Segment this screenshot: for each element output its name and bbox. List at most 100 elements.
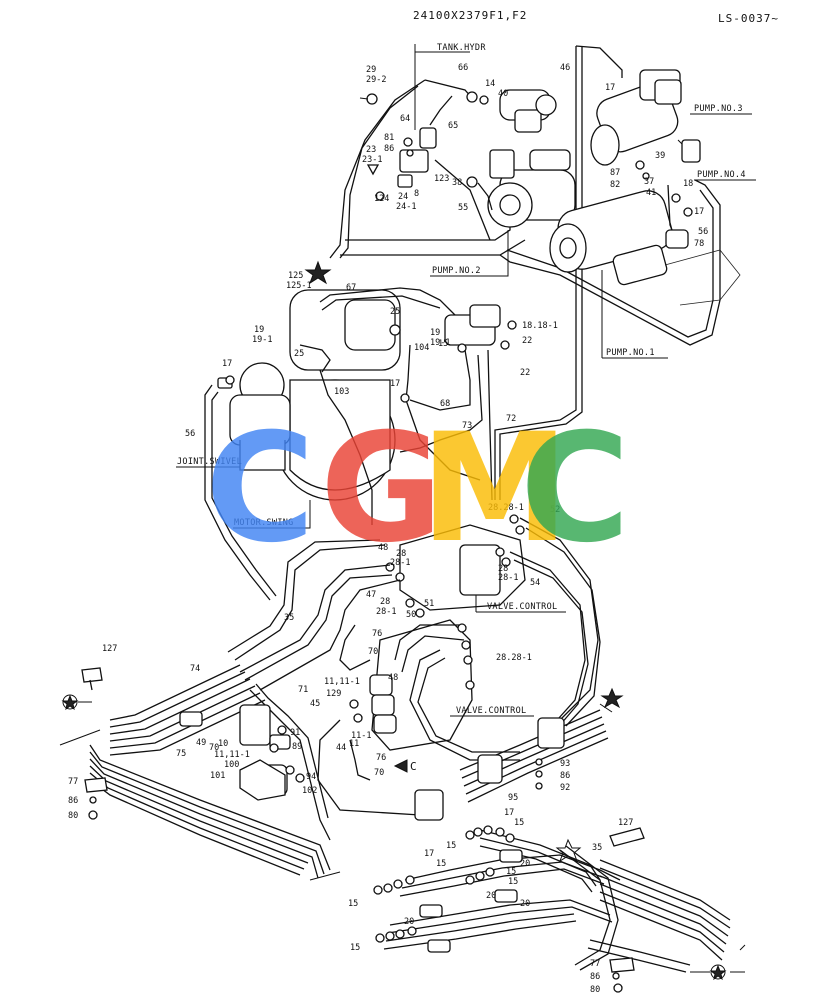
part-label: 127 xyxy=(618,818,633,828)
part-label: 78 xyxy=(694,239,704,249)
part-label: 14 xyxy=(485,79,495,89)
right-pipe-bundle xyxy=(414,687,624,821)
part-label: 20 xyxy=(486,891,496,901)
drawing-number: 24100X2379F1,F2 xyxy=(413,9,527,22)
swivel-swing-group xyxy=(204,287,517,601)
detail-c-group xyxy=(373,825,746,993)
watermark-letter: C xyxy=(520,402,630,576)
part-label: 125 xyxy=(288,271,303,281)
part-label: 15 xyxy=(514,818,524,828)
part-label: 123 xyxy=(434,174,449,184)
left-pipe-bundle xyxy=(59,664,341,881)
part-label: 11 xyxy=(349,739,359,749)
part-label: 18 xyxy=(683,179,693,189)
part-label: 15 xyxy=(348,899,358,909)
part-label: 93 xyxy=(560,759,570,769)
part-label: 87 xyxy=(610,168,620,178)
part-label: 17 xyxy=(605,83,615,93)
part-label: 127 xyxy=(102,644,117,654)
part-label: 11,11-1 xyxy=(214,750,250,760)
caption-view-c: C xyxy=(410,760,418,773)
part-label: 73 xyxy=(462,421,472,431)
part-label: 75 xyxy=(176,749,186,759)
part-label: 65 xyxy=(448,121,458,131)
part-label: 64 xyxy=(400,114,410,124)
part-label: 80 xyxy=(68,811,78,821)
part-label: 129 xyxy=(326,689,341,699)
caption-pump-no2: PUMP.NO.2 xyxy=(432,266,481,276)
part-label: 102 xyxy=(302,786,317,796)
caption-joint-swivel: JOINT.SWIVEL xyxy=(177,457,242,467)
part-label: 18.18-1 xyxy=(522,321,558,331)
part-label: 94 xyxy=(306,772,316,782)
part-label: 80 xyxy=(590,985,600,995)
part-label: 17 xyxy=(504,808,514,818)
part-label: 66 xyxy=(458,63,468,73)
part-label: 35 xyxy=(284,613,294,623)
open-star-icon xyxy=(555,838,582,863)
part-label: 77 xyxy=(590,959,600,969)
part-label: 17 xyxy=(390,379,400,389)
caption-pump-no3: PUMP.NO.3 xyxy=(694,104,743,114)
part-label: 17 xyxy=(424,849,434,859)
part-label: 67 xyxy=(346,283,356,293)
part-label: 86 xyxy=(590,972,600,982)
part-label: 68 xyxy=(440,399,450,409)
part-label: 50 xyxy=(406,610,416,620)
part-label: 25 xyxy=(294,349,304,359)
part-label: 28.28-1 xyxy=(488,503,524,513)
left-star-icon xyxy=(61,694,79,711)
part-label: 44 xyxy=(336,743,346,753)
caption-valve-control-upper: VALVE.CONTROL xyxy=(487,602,557,612)
part-label: 15 xyxy=(508,877,518,887)
part-label: 89 xyxy=(292,742,302,752)
part-label: 48 xyxy=(378,543,388,553)
part-label: 101 xyxy=(210,771,225,781)
part-label: 125-1 xyxy=(286,281,312,291)
caption-valve-control-lower: VALVE.CONTROL xyxy=(456,706,526,716)
part-label: 100 xyxy=(224,760,239,770)
caption-pump-no4: PUMP.NO.4 xyxy=(697,170,746,180)
valve-control-lower xyxy=(317,619,520,816)
part-label: 15 xyxy=(438,339,448,349)
part-label: 74 xyxy=(190,664,200,674)
watermark: C G M C xyxy=(205,402,630,576)
part-label: 28-1 xyxy=(498,573,518,583)
part-label: 52 xyxy=(550,505,560,515)
part-label: 11-1 xyxy=(351,731,371,741)
part-label: 76 xyxy=(372,629,382,639)
part-label: 76 xyxy=(376,753,386,763)
view-c-arrow-icon xyxy=(393,759,408,773)
part-label: 10 xyxy=(218,739,228,749)
part-label: 49 xyxy=(196,738,206,748)
part-label: 20 xyxy=(520,899,530,909)
part-label: 86 xyxy=(384,144,394,154)
watermark-letter: C xyxy=(205,402,315,576)
part-label: 23-1 xyxy=(362,155,382,165)
part-label: 35 xyxy=(592,843,602,853)
part-label: 72 xyxy=(506,414,516,424)
part-label: 91 xyxy=(290,728,300,738)
part-label: 8 xyxy=(414,189,419,199)
part-label: 48 xyxy=(388,673,398,683)
part-label: 81 xyxy=(384,133,394,143)
part-label: 45 xyxy=(310,699,320,709)
part-label: 82 xyxy=(610,180,620,190)
part-label: 41 xyxy=(646,188,656,198)
part-label: 39 xyxy=(655,151,665,161)
part-label: 15 xyxy=(350,943,360,953)
part-label: 25 xyxy=(390,307,400,317)
part-label: 124 xyxy=(374,194,389,204)
part-label: 15 xyxy=(436,859,446,869)
part-label: 103 xyxy=(334,387,349,397)
part-label: 23 xyxy=(366,145,376,155)
part-label: 22 xyxy=(522,336,532,346)
part-label: 40 xyxy=(498,89,508,99)
part-label: 20 xyxy=(520,859,530,869)
part-label: 24 xyxy=(398,192,408,202)
part-label: 70 xyxy=(209,743,219,753)
right-star-icon xyxy=(600,687,624,709)
watermark-letter: M xyxy=(420,402,569,576)
part-label: 19-1 xyxy=(430,338,450,348)
part-label: 86 xyxy=(68,796,78,806)
